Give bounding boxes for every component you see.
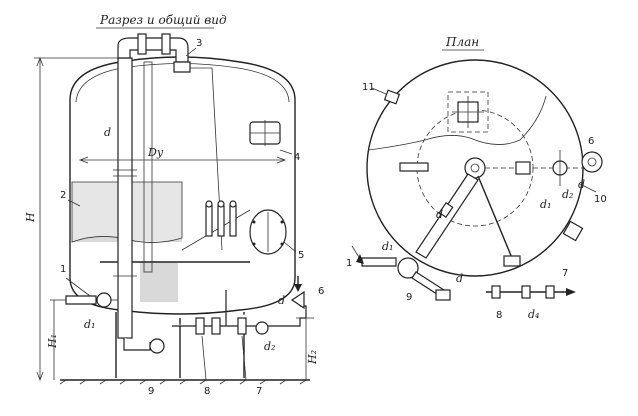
leader-1 <box>65 277 91 297</box>
section-view-title: Разрез и общий вид <box>99 13 227 27</box>
plan-header-valve-7 <box>545 285 555 299</box>
plan-stay-bar <box>477 175 513 259</box>
ground-hatch <box>59 379 307 385</box>
plan-right-fitting <box>515 161 531 175</box>
plan-label-11: 11 <box>362 82 375 93</box>
plan-label-d4: d₄ <box>528 308 539 321</box>
plan-fitting-10 <box>562 220 584 242</box>
inlet-valve-1 <box>96 292 112 308</box>
plan-label-d1-inlet: d₁ <box>382 240 393 253</box>
label-d-riser: d <box>104 126 111 139</box>
plan-header-valve-8 <box>491 285 501 299</box>
leader-plan-10 <box>579 183 597 193</box>
label-5: 5 <box>298 250 304 261</box>
leader-5 <box>283 241 297 253</box>
plan-label-8: 8 <box>496 310 502 321</box>
plan-inlet-arrowhead <box>356 254 364 264</box>
label-H: H <box>24 212 37 223</box>
inner-distribution-pipe <box>143 61 153 273</box>
label-7: 7 <box>256 386 262 397</box>
bolt-1 <box>252 220 256 224</box>
plan-label-d-right: d <box>578 178 585 191</box>
dim-H-arrow-bottom <box>36 371 44 382</box>
label-8: 8 <box>204 386 210 397</box>
manifold-valve-8b <box>211 317 221 335</box>
inlet-pipe-1 <box>65 295 97 305</box>
label-d1: d₁ <box>84 318 95 331</box>
plan-label-d-bottom: d <box>456 272 463 285</box>
plan-inlet-pipe <box>361 257 397 267</box>
label-H2: H₂ <box>306 350 319 365</box>
drain-pipe <box>123 338 151 351</box>
internal-baffle <box>181 209 251 251</box>
plan-left-slot <box>399 162 429 172</box>
label-2: 2 <box>60 190 66 201</box>
label-9: 9 <box>148 386 154 397</box>
label-H1: H₁ <box>46 334 59 349</box>
manifold-valve-8a <box>195 317 205 335</box>
plan-outlet-6-core <box>587 157 597 167</box>
dim-Dy-arrow-right <box>276 156 287 164</box>
plan-label-d: d <box>436 208 443 221</box>
label-6: 6 <box>318 286 324 297</box>
plan-label-1: 1 <box>346 258 352 269</box>
valve-6-body <box>290 290 305 310</box>
label-Dy: Dу <box>147 146 164 159</box>
sampling-valves <box>205 200 237 237</box>
plan-fitting-11 <box>383 89 401 105</box>
leader-8 <box>201 335 207 381</box>
plan-label-d2: d₂ <box>562 188 573 201</box>
top-distributor <box>173 61 191 73</box>
dim-H-arrow-top <box>36 56 44 67</box>
leader-7 <box>241 335 247 381</box>
plan-outlet-6 <box>581 151 603 173</box>
label-d-outlet: d <box>278 294 285 307</box>
bolt-3 <box>252 242 256 246</box>
valve-6-arrowhead <box>294 284 302 292</box>
section-view: H H₁ H₂ Dу d d₁ d d₂ 1 2 3 4 5 6 7 8 9 <box>24 33 324 397</box>
dim-Dy-arrow-left <box>78 156 89 164</box>
gooseneck-flange-right <box>161 33 171 55</box>
riser-pipe <box>117 57 133 339</box>
plan-label-d1: d₁ <box>540 198 551 211</box>
leader-2 <box>67 199 81 207</box>
plan-header-arrowhead <box>566 288 576 296</box>
plan-label-7: 7 <box>562 268 568 279</box>
drainage-gravel <box>140 262 178 302</box>
leader-plan-11 <box>371 87 387 95</box>
plan-hatch-outline <box>447 91 489 133</box>
leader-4 <box>279 149 293 155</box>
plan-center-core <box>470 163 480 173</box>
plan-cutaway-line <box>367 95 547 151</box>
manifold-valve-7 <box>237 317 247 335</box>
manifold-fitting <box>255 321 269 335</box>
plan-stay-bracket <box>503 255 521 267</box>
plan-header-valve-d4 <box>521 285 531 299</box>
drain-valve-9 <box>149 338 165 354</box>
label-4: 4 <box>294 152 300 163</box>
air-pipe <box>190 67 223 251</box>
plan-view: d d₁ d₁ d₂ d d d₄ 1 6 7 8 9 10 11 <box>346 59 607 321</box>
bolt-2 <box>280 220 284 224</box>
label-1: 1 <box>60 264 66 275</box>
plan-valve-9 <box>397 257 419 279</box>
label-3: 3 <box>196 38 202 49</box>
gooseneck-flange-left <box>137 33 147 55</box>
plan-branch-valve <box>435 289 451 301</box>
bolt-4 <box>280 242 284 246</box>
label-d2: d₂ <box>264 340 275 353</box>
plan-diagonal-flange <box>438 201 454 219</box>
leader-3 <box>185 47 197 57</box>
plan-view-title: План <box>445 35 479 49</box>
plan-label-6: 6 <box>588 136 594 147</box>
plan-label-9: 9 <box>406 292 412 303</box>
plan-label-10: 10 <box>594 194 607 205</box>
